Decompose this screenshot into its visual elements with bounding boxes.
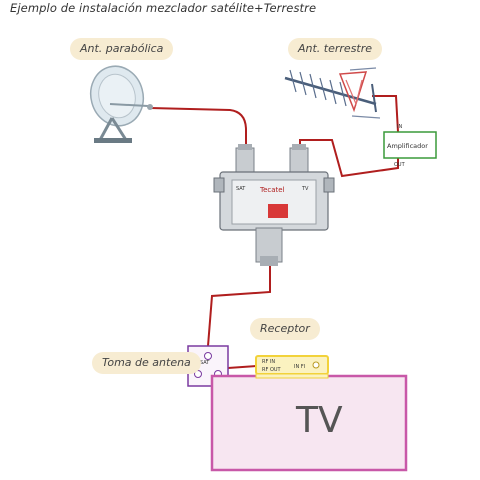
receiver-port-icon — [313, 362, 319, 368]
cable-dish-to-mixer — [150, 108, 246, 150]
tv-label: TV — [296, 400, 343, 441]
amplifier-in-text: IN — [397, 124, 402, 130]
label-receiver: Receptor — [250, 318, 320, 340]
cable-antenna-to-amplifier — [372, 96, 398, 132]
parabolic-dish-icon — [84, 60, 153, 143]
mixer-port-tv: TV — [301, 186, 309, 192]
socket-port-top — [205, 353, 212, 360]
socket-sat-text: SAT — [200, 360, 210, 366]
cable-socket-to-receiver — [228, 366, 256, 368]
receiver-in-fi: IN FI — [294, 364, 305, 370]
receiver-on-tv — [256, 374, 328, 378]
amplifier-out-text: OUT — [394, 162, 406, 168]
mixer-port-sat: SAT — [236, 186, 246, 192]
label-parabolic: Ant. parabólica — [70, 38, 173, 60]
receiver-rf-in: RF IN — [262, 359, 275, 365]
label-terrestrial: Ant. terrestre — [288, 38, 382, 60]
mixer-device — [214, 144, 334, 266]
mixer-brand-text: Tecatel — [259, 186, 285, 194]
receiver-rf-out: RF OUT — [262, 367, 282, 373]
amplifier-label: Amplificador — [387, 142, 428, 150]
label-wall-socket: Toma de antena — [92, 352, 201, 374]
terrestrial-antenna-icon — [285, 68, 380, 118]
